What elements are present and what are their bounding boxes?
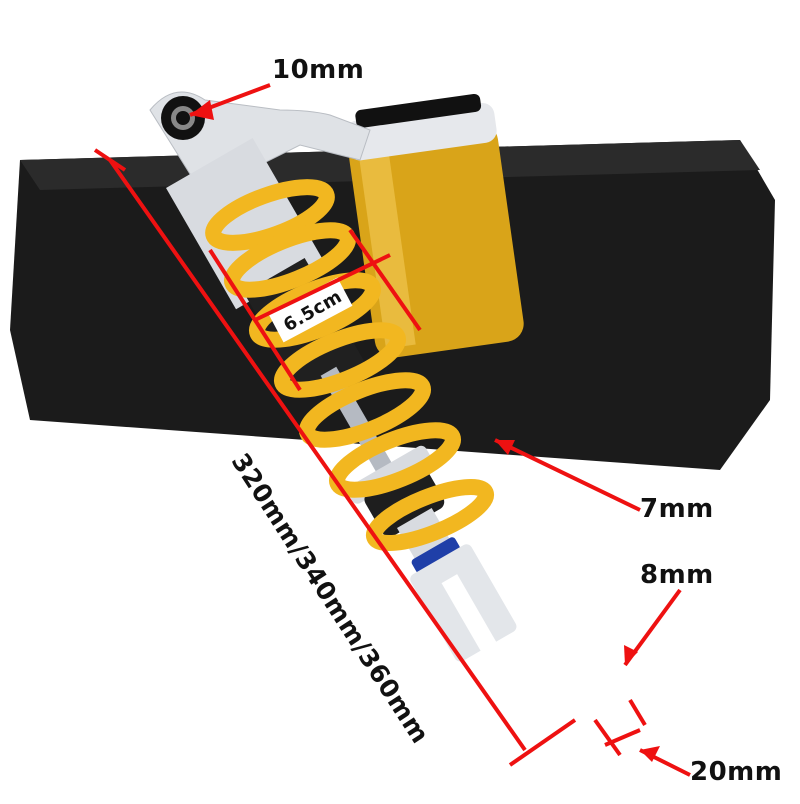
gold-reservoir <box>345 93 524 358</box>
spring-wire-label: 7mm <box>640 494 714 524</box>
top-eye-diameter-label: 10mm <box>272 55 365 85</box>
bottom-hole-label: 8mm <box>640 560 714 590</box>
fork-gap-label: 20mm <box>690 757 783 787</box>
dimension-arrows <box>93 83 691 777</box>
